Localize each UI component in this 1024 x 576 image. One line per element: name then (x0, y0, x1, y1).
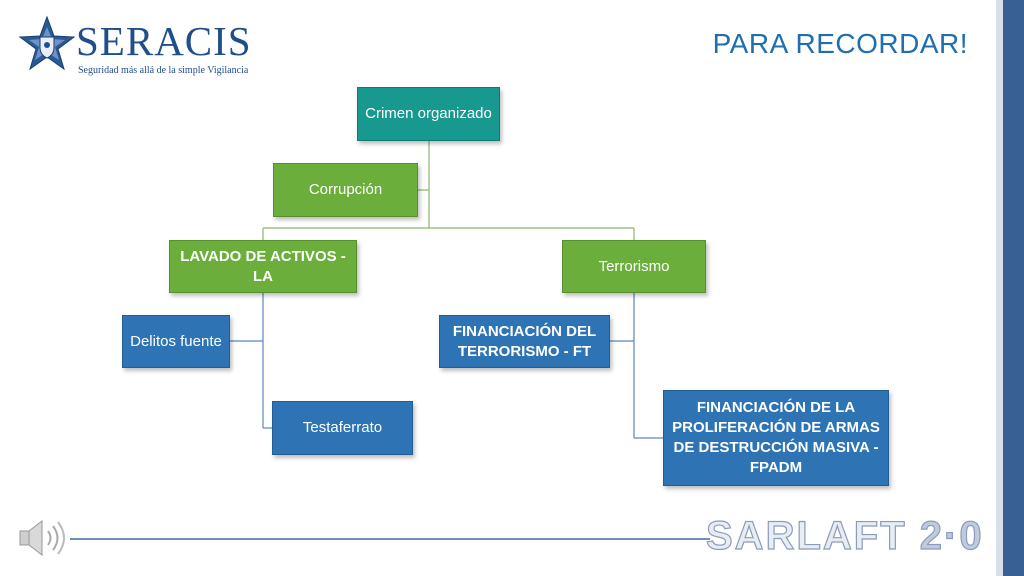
node-lavado-de-activos-label: LAVADO DE ACTIVOS - LA (180, 247, 346, 285)
node-testaferrato: Testaferrato (272, 401, 413, 455)
node-fpadm-label: FINANCIACIÓN DE LA PROLIFERACIÓN DE ARMA… (672, 399, 880, 476)
node-fpadm: FINANCIACIÓN DE LA PROLIFERACIÓN DE ARMA… (663, 390, 889, 486)
node-crimen-organizado: Crimen organizado (357, 87, 500, 141)
node-delitos-fuente: Delitos fuente (122, 315, 230, 368)
right-accent-bar (1003, 0, 1024, 576)
logo-tagline: Seguridad más allá de la simple Vigilanc… (78, 65, 249, 76)
star-shield-icon (18, 15, 76, 71)
sarlaft-version: 2·0 (919, 513, 984, 558)
sarlaft-brand-text: SARLAFT (705, 513, 907, 558)
node-terrorismo-label: Terrorismo (598, 257, 670, 275)
node-testaferrato-label: Testaferrato (302, 419, 383, 436)
node-crimen-organizado-label: Crimen organizado (365, 105, 492, 122)
node-delitos-fuente-label: Delitos fuente (130, 332, 222, 350)
node-terrorismo: Terrorismo (562, 240, 706, 293)
footer-divider (70, 538, 710, 540)
node-corrupcion-label: Corrupción (308, 181, 383, 198)
speaker-icon[interactable] (16, 516, 70, 560)
right-accent-light (996, 0, 1003, 576)
node-corrupcion: Corrupción (273, 163, 418, 217)
node-financiacion-terrorismo: FINANCIACIÓN DEL TERRORISMO - FT (439, 315, 610, 368)
seracis-logo: SERACIS Seguridad más allá de la simple … (18, 15, 278, 77)
node-lavado-de-activos: LAVADO DE ACTIVOS - LA (169, 240, 357, 293)
page-title: PARA RECORDAR! (712, 28, 968, 59)
sarlaft-brand: SARLAFT 2·0 (705, 513, 984, 558)
node-financiacion-terrorismo-label: FINANCIACIÓN DEL TERRORISMO - FT (452, 322, 597, 360)
logo-name: SERACIS (76, 18, 252, 64)
